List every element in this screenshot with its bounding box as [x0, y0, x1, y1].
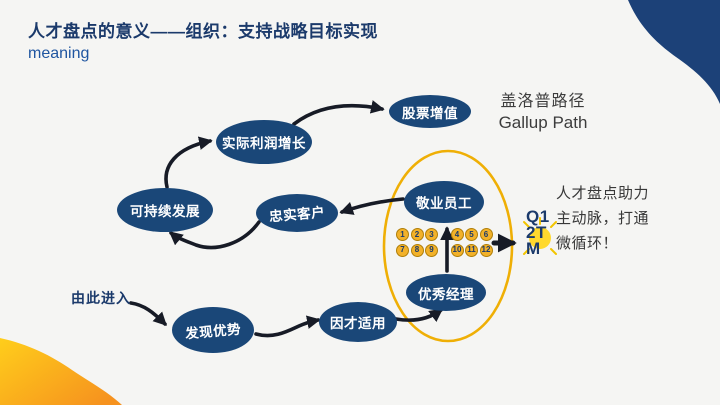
- coin-9-icon: 9: [425, 243, 438, 257]
- corner-wave-top-right-icon: [628, 0, 720, 104]
- node-fit-label: 因才适用: [330, 316, 386, 331]
- talent-review-note: 人才盘点助力主动脉，打通微循环！: [556, 185, 650, 252]
- q12-line-3: M: [526, 239, 541, 258]
- coin-2-icon: 2: [410, 228, 424, 241]
- coin-11-icon: 11: [465, 243, 478, 257]
- entry-here-label: 由此进入: [71, 290, 131, 306]
- q12-glow-icon: [523, 217, 557, 255]
- node-engaged-label: 敬业员工: [416, 196, 472, 211]
- node-strengths-label: 发现优势: [184, 321, 242, 342]
- node-discover-strengths: 发现优势: [172, 307, 254, 353]
- arrow-loyal-to-sustain: [168, 220, 261, 250]
- node-sustainable-growth: 可持续发展: [117, 188, 213, 232]
- gallup-label-en: Gallup Path: [498, 113, 588, 132]
- title-block: 人才盘点的意义——组织：支持战略目标实现 meaning: [28, 17, 378, 63]
- gallup-label-cn: 盖洛普路径: [500, 93, 586, 110]
- arrow-engaged-to-loyal: [339, 197, 405, 215]
- coin-row-2: 7 8 9 10 11 12: [396, 243, 494, 257]
- q12-line-1: Q1: [526, 207, 550, 226]
- gallup-path-label: 盖洛普路径 Gallup Path: [487, 87, 599, 133]
- page-title: 人才盘点的意义——组织：支持战略目标实现: [28, 22, 378, 41]
- coin-1-icon: 1: [396, 228, 409, 241]
- node-fit-by-talent: 因才适用: [319, 302, 397, 342]
- node-profit-label: 实际利润增长: [222, 136, 306, 151]
- coin-3-icon: 3: [425, 228, 438, 241]
- node-manager-label: 优秀经理: [418, 286, 474, 302]
- arrow-entry-to-strengths: [129, 301, 167, 326]
- q12-item-coins: 1 2 3 4 5 6 7 8 9 10 11 12: [396, 228, 494, 257]
- node-loyal-customers: 忠实客户: [256, 194, 338, 232]
- coin-12-icon: 12: [479, 243, 493, 257]
- arrow-fit-to-manager: [394, 308, 444, 323]
- coin-4-icon: 4: [450, 228, 464, 241]
- node-real-profit-growth: 实际利润增长: [216, 120, 312, 164]
- coin-10-icon: 10: [450, 243, 464, 257]
- q12-mark: Q1 2T M: [526, 207, 556, 258]
- node-stock-appreciation: 股票增值: [389, 95, 471, 128]
- q12-line-2: 2T: [526, 223, 547, 242]
- node-sustain-label: 可持续发展: [130, 204, 200, 219]
- coin-6-icon: 6: [479, 228, 493, 241]
- arrow-profit-to-stock: [292, 100, 385, 126]
- coin-5-icon: 5: [465, 228, 478, 241]
- coin-8-icon: 8: [410, 243, 424, 257]
- page-subtitle: meaning: [28, 45, 90, 62]
- node-loyal-label: 忠实客户: [268, 204, 326, 225]
- node-great-managers: 优秀经理: [406, 274, 486, 311]
- node-stock-label: 股票增值: [402, 105, 458, 121]
- arrow-sustain-to-profit: [164, 136, 213, 189]
- corner-wave-bottom-left-icon: [0, 338, 122, 405]
- coin-7-icon: 7: [396, 243, 409, 257]
- arrow-strengths-to-fit: [254, 315, 321, 338]
- coin-row-1: 1 2 3 4 5 6: [396, 228, 494, 241]
- node-engaged-employees: 敬业员工: [404, 181, 484, 223]
